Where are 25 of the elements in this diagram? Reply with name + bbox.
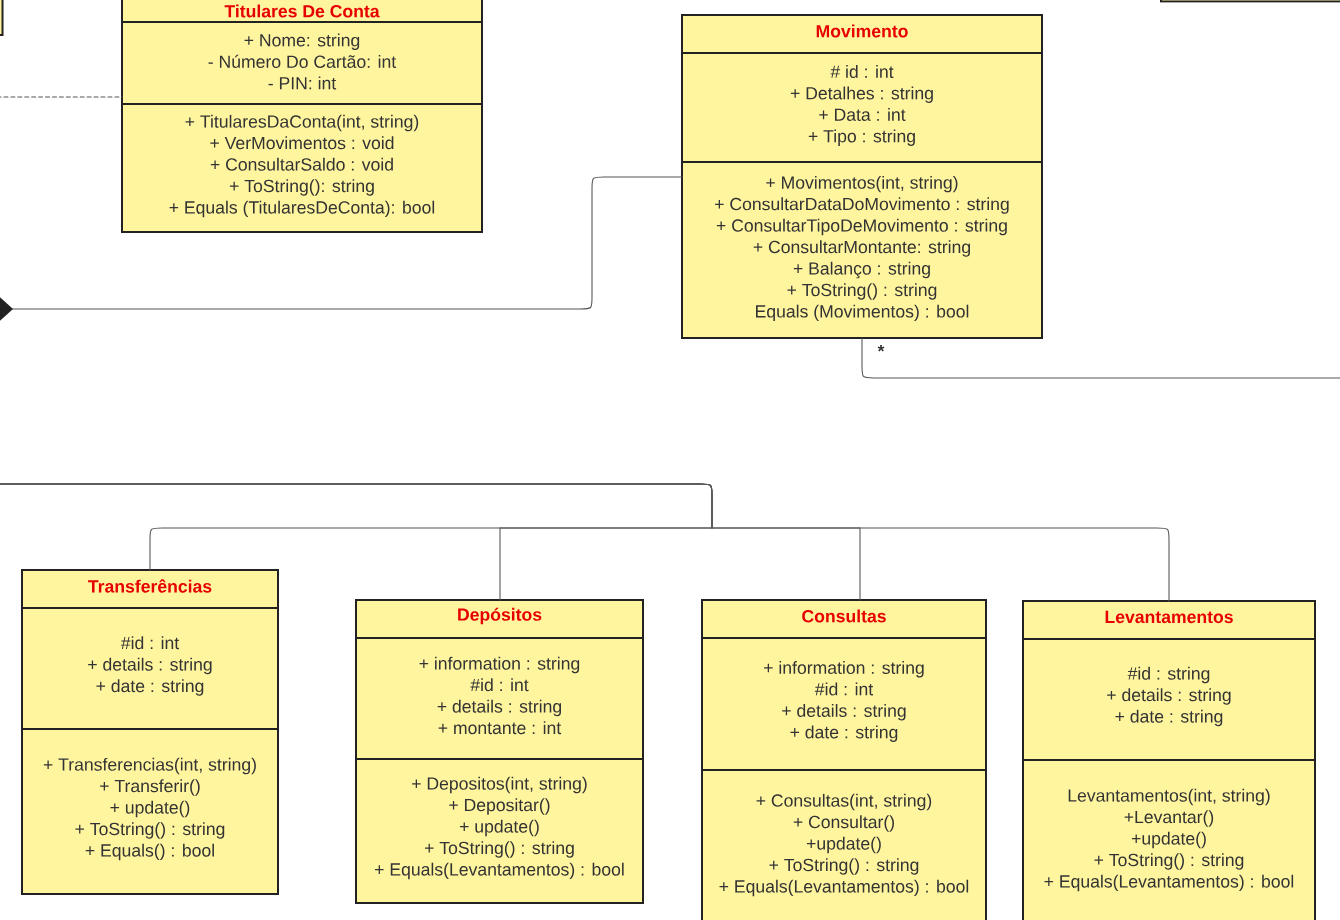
attribute-compartment: + Nome: string - Número Do Cartão: int - PIN: int [121,21,483,90]
multiplicity-label: * [876,343,886,359]
class-box [1160,0,1340,3]
class-box: Movimento # id : int + Detalhes : string + Data : int + Tipo : string + Movimentos(int, string) + ConsultarDataDoMovimento : string + ConsultarTipoDeMovimento : string + ConsultarMontante: string + Balanço : string + ToString() : string Equals (Movimentos) : bool [681,14,1043,339]
method-compartment: + TitularesDaConta(int, string) + VerMovimentos : void + ConsultarSaldo : void + ToString(): string + Equals (TitularesDeConta): bool [121,103,483,218]
class-box: Transferências #id : int + details : string + date : string + Transferencias(int, string) + Transferir() + update() + ToString() : string + Equals() : bool [21,569,279,895]
attribute-compartment: #id : int + details : string + date : string [21,607,279,696]
class-box: Titulares De Conta + Nome: string - Número Do Cartão: int - PIN: int + TitularesDaConta(int, string) + VerMovimentos : void + ConsultarSaldo : void + ToString(): string + Equals (TitularesDeConta): bool [121,0,483,233]
connector-line [861,337,1340,379]
class-box: Levantamentos #id : string + details : string + date : string Levantamentos(int, string) +Levantar() +update() + ToString() : string + Equals(Levantamentos) : bool [1022,600,1316,920]
attribute-compartment: + information : string #id : int + details : string + montante : int [355,637,644,735]
method-compartment: + Consultas(int, string) + Consultar() +update() + ToString() : string + Equals(Levantamentos) : bool [701,769,987,897]
connector-line [0,483,1170,602]
attribute-compartment: # id : int + Detalhes : string + Data : int + Tipo : string [681,52,1043,146]
class-box: Depósitos + information : string #id : int + details : string + montante : int + Depositos(int, string) + Depositar() + update() + ToString() : string + Equals(Levantamentos) : bool [355,599,644,904]
attribute-compartment: + information : string #id : int + details : string + date : string [701,637,987,742]
method-compartment: + Depositos(int, string) + Depositar() + update() + ToString() : string + Equals(Levantamentos) : bool [355,758,644,880]
method-compartment: + Transferencias(int, string) + Transferir() + update() + ToString() : string + Equals() : bool [21,728,279,861]
composition-arrow [0,176,683,322]
method-compartment: Levantamentos(int, string) +Levantar() +update() + ToString() : string + Equals(Levantamentos) : bool [1022,759,1316,892]
method-compartment: + Movimentos(int, string) + ConsultarDataDoMovimento : string + ConsultarTipoDeMovimento : string + ConsultarMontante: string + Balanço : string + ToString() : string Equals (Movimentos) : bool [681,161,1043,322]
dashed-line [0,96,123,98]
attribute-compartment: #id : string + details : string + date : string [1022,638,1316,727]
class-box [0,0,4,36]
class-box: Consultas + information : string #id : int + details : string + date : string + Consultas(int, string) + Consultar() +update() + ToString() : string + Equals(Levantamentos) : bool [701,599,987,920]
